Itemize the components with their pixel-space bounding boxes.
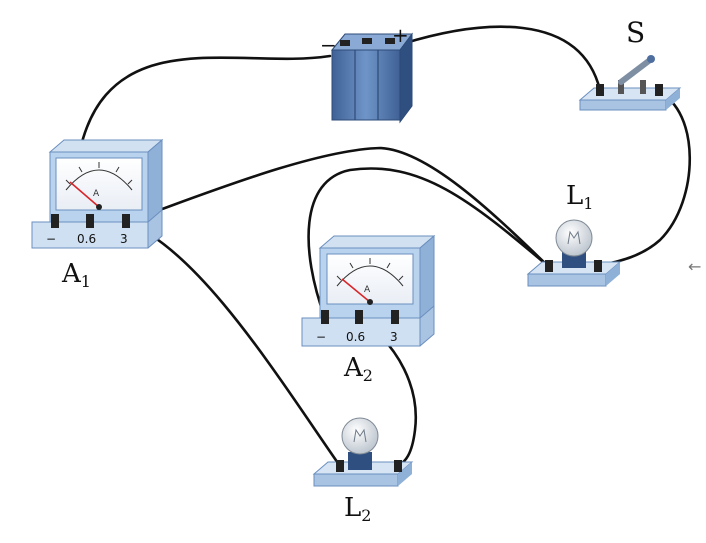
ammeter-a1-label: A1: [61, 259, 91, 291]
ammeter-a2-terminal-0-6: 0.6: [346, 330, 365, 344]
ammeter-a1: A − 0.6 3 A1: [31, 138, 164, 291]
ammeter-a1-needle: [69, 181, 100, 208]
ammeter-a2: A − 0.6 3 A2: [301, 234, 436, 385]
ammeter-a1-terminal-neg: −: [46, 232, 56, 246]
wire-switch-to-lamp1: [596, 90, 692, 268]
switch: S: [578, 16, 682, 111]
wire-ammeter1-3-to-lamp1: [124, 146, 550, 268]
ammeter-a2-label: A2: [343, 353, 373, 385]
battery-negative-sign: −: [320, 33, 337, 57]
ammeter-a2-needle: [341, 278, 371, 303]
switch-label: S: [626, 16, 645, 49]
wire-lamp1-to-ammeter2: [307, 167, 550, 320]
wire-battery-pos-to-switch: [400, 25, 602, 92]
ammeter-a1-terminal-3: 3: [120, 232, 128, 246]
battery-positive-sign: +: [392, 23, 409, 47]
svg-text:A: A: [364, 285, 371, 295]
lamp-l2: L2: [312, 417, 414, 525]
battery: − +: [320, 23, 413, 124]
svg-text:A: A: [93, 189, 100, 199]
lamp-l1: L1: [526, 181, 622, 287]
ammeter-a2-terminal-3: 3: [390, 330, 398, 344]
lamp-l1-label: L1: [566, 181, 593, 213]
ammeter-a1-terminal-0-6: 0.6: [77, 232, 96, 246]
ammeter-a2-terminal-neg: −: [316, 330, 326, 344]
back-arrow-icon[interactable]: ←: [688, 257, 702, 276]
lamp-l2-label: L2: [344, 493, 371, 525]
